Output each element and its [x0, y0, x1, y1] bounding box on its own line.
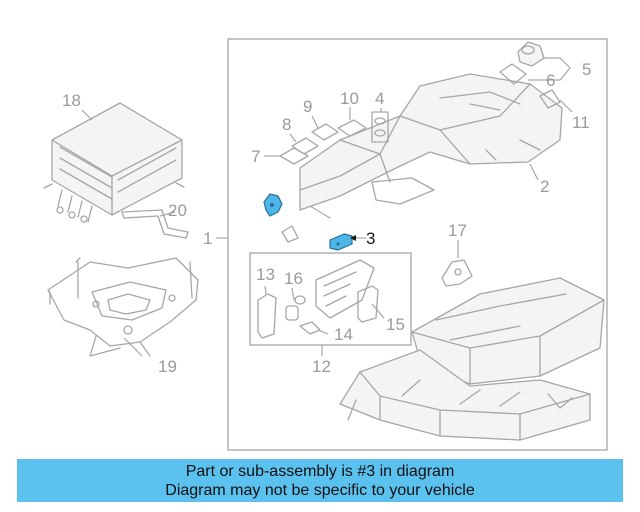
part-4-grommet[interactable] — [371, 111, 389, 143]
part-10-pad[interactable] — [337, 119, 367, 137]
part-16-plug[interactable] — [285, 295, 306, 321]
banner-line-1: Part or sub-assembly is #3 in diagram — [185, 463, 455, 480]
callout-3-arrow — [350, 235, 356, 241]
part-17-bracket[interactable] — [441, 259, 473, 287]
callout-labels: 18 20 19 1 2 3 4 5 6 7 8 9 10 11 12 13 1… — [62, 60, 591, 376]
callout-4: 4 — [375, 89, 384, 108]
callout-17: 17 — [448, 221, 467, 240]
part-5-mount[interactable] — [517, 41, 545, 67]
callout-7: 7 — [251, 147, 260, 166]
callout-10: 10 — [340, 89, 359, 108]
assembly-frame — [227, 38, 608, 451]
callout-8: 8 — [282, 115, 291, 134]
callout-1: 1 — [203, 229, 212, 248]
callout-20: 20 — [168, 201, 187, 220]
callout-5: 5 — [582, 60, 591, 79]
part-20-bracket[interactable] — [121, 209, 189, 239]
part-2-upper-housing[interactable] — [299, 73, 563, 219]
part-3-bracket-highlighted[interactable] — [329, 233, 353, 251]
part-11-seal[interactable] — [539, 89, 561, 109]
part-18-charger-module[interactable] — [43, 102, 185, 223]
callout-6: 6 — [546, 71, 555, 90]
callout-19: 19 — [158, 357, 177, 376]
part-14-clip[interactable] — [299, 321, 321, 335]
part-12-junction-block[interactable] — [315, 259, 375, 319]
part-7-pad[interactable] — [279, 147, 309, 165]
part-19-lower-frame[interactable] — [47, 257, 199, 357]
callout-11: 11 — [572, 113, 590, 132]
callout-18: 18 — [62, 91, 81, 110]
subassembly-frame-12 — [249, 252, 412, 346]
part-1-washer[interactable] — [281, 225, 299, 243]
callout-12: 12 — [312, 357, 331, 376]
callout-2: 2 — [540, 177, 549, 196]
leader-lines — [81, 57, 573, 357]
callout-9: 9 — [303, 97, 312, 116]
callout-13: 13 — [256, 265, 275, 284]
part-9-pad[interactable] — [311, 123, 339, 141]
info-banner: Part or sub-assembly is #3 in diagram Di… — [17, 459, 623, 502]
highlighted-bracket-left[interactable] — [263, 193, 283, 217]
callout-16: 16 — [284, 269, 303, 288]
part-8-pad[interactable] — [291, 137, 319, 155]
part-13-cover[interactable] — [257, 293, 277, 339]
callout-14: 14 — [334, 325, 353, 344]
callout-15: 15 — [386, 315, 405, 334]
part-6-gasket[interactable] — [499, 63, 527, 85]
battery-tray-assembly[interactable] — [339, 277, 605, 441]
banner-line-2: Diagram may not be specific to your vehi… — [165, 482, 475, 499]
part-15-bracket[interactable] — [357, 285, 379, 323]
callout-3: 3 — [366, 229, 375, 248]
